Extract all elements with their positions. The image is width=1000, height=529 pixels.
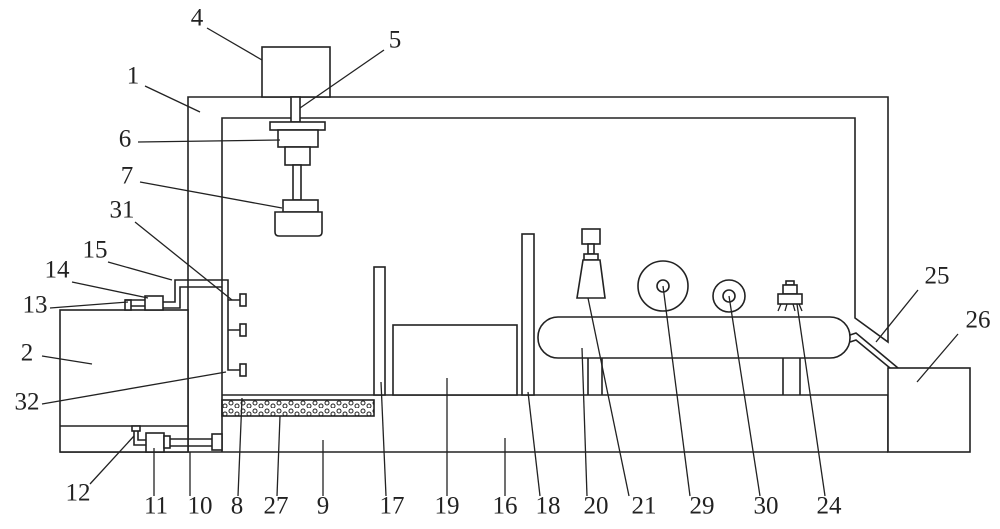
label-31: 31 — [110, 197, 135, 224]
label-13: 13 — [23, 292, 48, 319]
label-30: 30 — [754, 493, 779, 520]
label-15: 15 — [83, 237, 108, 264]
sprayer-24 — [778, 281, 802, 311]
label-25: 25 — [925, 263, 950, 290]
label-32: 32 — [15, 389, 40, 416]
press-head-7 — [275, 200, 322, 236]
label-5: 5 — [389, 27, 402, 54]
baffle-18 — [522, 234, 534, 395]
collection-box-26 — [888, 368, 970, 452]
label-26: 26 — [966, 307, 991, 334]
label-19: 19 — [435, 493, 460, 520]
label-1: 1 — [127, 63, 140, 90]
baffle-17 — [374, 267, 385, 395]
label-17: 17 — [380, 493, 405, 520]
label-7: 7 — [121, 163, 134, 190]
box-19 — [393, 325, 517, 395]
label-18: 18 — [536, 493, 561, 520]
label-24: 24 — [817, 493, 843, 520]
shaft-5 — [291, 97, 300, 122]
label-6: 6 — [119, 126, 132, 153]
label-16: 16 — [493, 493, 518, 520]
label-8: 8 — [231, 493, 244, 520]
motor-4 — [262, 47, 330, 97]
conveyor-legs — [588, 358, 800, 395]
conveyor-20 — [538, 317, 850, 358]
chute-25 — [850, 333, 898, 368]
label-27: 27 — [264, 493, 289, 520]
label-14: 14 — [45, 257, 71, 284]
label-9: 9 — [317, 493, 330, 520]
label-10: 10 — [188, 493, 213, 520]
label-12: 12 — [66, 480, 91, 507]
nozzles-31 — [240, 294, 246, 376]
label-11: 11 — [144, 493, 168, 520]
label-4: 4 — [191, 5, 204, 32]
label-21: 21 — [632, 493, 657, 520]
filter-layer-27 — [222, 400, 374, 416]
cylinder-6 — [270, 122, 325, 200]
part-21 — [577, 229, 605, 298]
water-tank-2 — [60, 310, 188, 452]
label-2: 2 — [21, 340, 34, 367]
label-20: 20 — [584, 493, 609, 520]
label-29: 29 — [690, 493, 715, 520]
